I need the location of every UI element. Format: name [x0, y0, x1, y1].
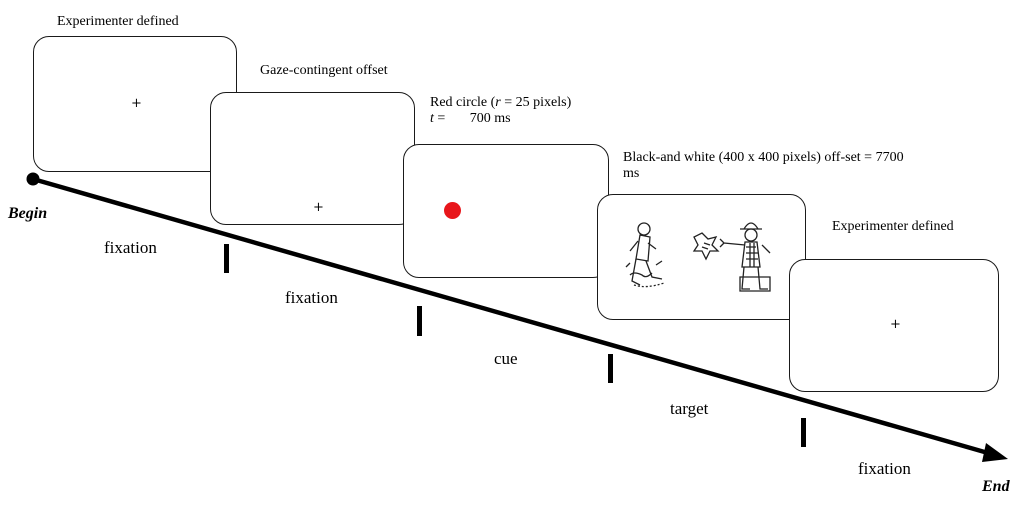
red-circle-cue	[444, 202, 461, 219]
tick-mark-1	[224, 244, 229, 273]
screen1-caption: Experimenter defined	[57, 14, 179, 29]
begin-dot	[26, 172, 40, 186]
screen3-caption-time: = 700 ms	[433, 111, 511, 126]
arrow-head-icon	[982, 443, 1008, 462]
begin-label: Begin	[8, 205, 48, 222]
screen3-caption-text: = 25 pixels)	[500, 95, 572, 110]
radius-symbol: r	[495, 95, 501, 110]
fixation-cross: +	[890, 317, 901, 332]
screen4-caption: Black-and white (400 x 400 pixels) off-s…	[623, 150, 904, 182]
screen4-caption-line1: Black-and white (400 x 400 pixels) off-s…	[623, 150, 904, 165]
screen-4	[597, 194, 806, 320]
phase-label-fixation-1: fixation	[104, 238, 157, 257]
screen-3	[403, 144, 609, 278]
screen-5: +	[789, 259, 999, 392]
tick-mark-2	[417, 306, 422, 336]
tick-mark-4	[801, 418, 806, 447]
screen3-caption-text: Red circle (	[430, 95, 496, 110]
screen2-caption: Gaze-contingent offset	[260, 63, 388, 78]
end-label: End	[982, 478, 1010, 495]
screen-1: +	[33, 36, 237, 172]
screen4-caption-line2: ms	[623, 166, 640, 181]
fixation-cross: +	[313, 200, 324, 215]
phase-label-target: target	[670, 399, 709, 418]
time-symbol: t	[430, 111, 434, 126]
cartoon-cowboy-shooting-figure-icon	[625, 222, 771, 292]
screen5-caption: Experimenter defined	[832, 219, 954, 234]
tick-mark-3	[608, 354, 613, 383]
screen3-caption: Red circle (r = 25 pixels) t = 700 ms	[430, 95, 571, 127]
phase-label-fixation-2: fixation	[285, 288, 338, 307]
screen-2: +	[210, 92, 415, 225]
phase-label-cue: cue	[494, 349, 518, 368]
phase-label-fixation-3: fixation	[858, 459, 911, 478]
timeline-line	[32, 176, 989, 456]
fixation-cross: +	[131, 96, 142, 111]
